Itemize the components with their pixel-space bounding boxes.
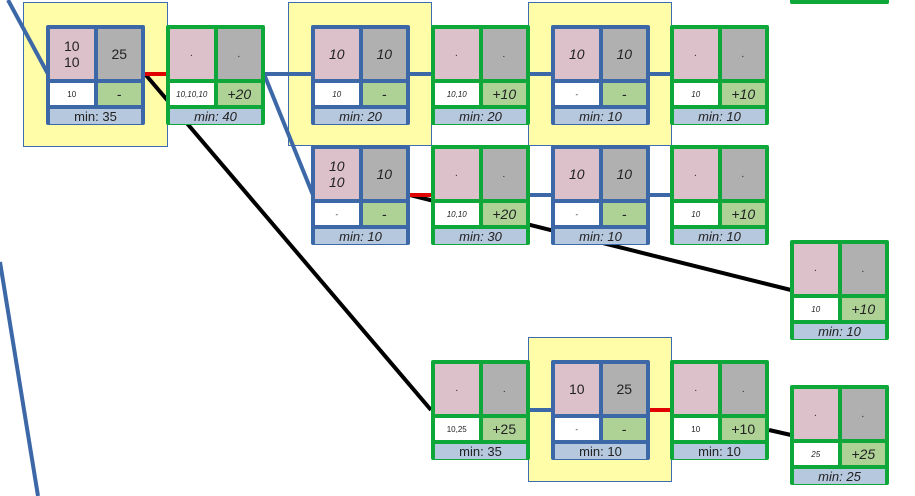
white-cell: 10 xyxy=(674,83,718,105)
gray-cell: 10 xyxy=(362,149,406,199)
gray-cell: . xyxy=(482,29,526,79)
pink-cell: . xyxy=(794,244,838,294)
white-cell: 10 xyxy=(315,83,359,105)
pink-cell: . xyxy=(435,29,479,79)
pink-cell: 10 xyxy=(555,149,599,199)
pink-cell: 10 xyxy=(555,29,599,79)
pink-cell: . xyxy=(435,364,479,414)
gray-cell: 10 xyxy=(602,29,646,79)
delta-cell: +25 xyxy=(841,443,885,465)
min-label: min: 10 xyxy=(674,444,765,459)
gray-cell: . xyxy=(841,244,885,294)
delta-cell: - xyxy=(602,83,646,105)
min-label: min: 10 xyxy=(315,229,406,244)
edge-blue-offscreen-left xyxy=(0,261,40,496)
min-label: min: 35 xyxy=(50,109,141,124)
gray-cell: . xyxy=(841,389,885,439)
gray-cell: . xyxy=(721,149,765,199)
pink-cell: . xyxy=(674,29,718,79)
gray-cell: . xyxy=(482,364,526,414)
min-label: min: 40 xyxy=(170,109,261,124)
min-label: min: 10 xyxy=(555,109,646,124)
pink-cell: 10 10 xyxy=(315,149,359,199)
gray-cell: 10 xyxy=(602,149,646,199)
gray-cell: . xyxy=(217,29,261,79)
gray-cell: 25 xyxy=(602,364,646,414)
delta-cell: +10 xyxy=(721,203,765,225)
white-cell: 10,10 xyxy=(435,203,479,225)
delta-cell: - xyxy=(97,83,141,105)
delta-cell: - xyxy=(602,418,646,440)
pink-cell: . xyxy=(170,29,214,79)
delta-cell: +25 xyxy=(482,418,526,440)
delta-cell: +10 xyxy=(482,83,526,105)
white-cell: 10 xyxy=(794,298,838,320)
pink-cell: 10 xyxy=(315,29,359,79)
gray-cell: . xyxy=(721,364,765,414)
pink-cell: 10 xyxy=(555,364,599,414)
delta-cell: +20 xyxy=(217,83,261,105)
min-label: min: 10 xyxy=(555,444,646,459)
min-label: min: 20 xyxy=(315,109,406,124)
min-label: min: 10 xyxy=(674,109,765,124)
delta-cell: +20 xyxy=(482,203,526,225)
delta-cell: +10 xyxy=(721,418,765,440)
min-label: min: 35 xyxy=(435,444,526,459)
white-cell: 10 xyxy=(674,418,718,440)
pink-cell: . xyxy=(674,364,718,414)
pink-cell: . xyxy=(435,149,479,199)
white-cell: 10 xyxy=(50,83,94,105)
delta-cell: - xyxy=(362,203,406,225)
delta-cell: - xyxy=(602,203,646,225)
pink-cell: . xyxy=(674,149,718,199)
gray-cell: 25 xyxy=(97,29,141,79)
min-label: min: 10 xyxy=(674,229,765,244)
min-label: min: 30 xyxy=(435,229,526,244)
delta-cell: +10 xyxy=(841,298,885,320)
pink-cell: 10 10 xyxy=(50,29,94,79)
white-cell: - xyxy=(315,203,359,225)
min-label: min: 10 xyxy=(794,324,885,339)
delta-cell: +10 xyxy=(721,83,765,105)
min-label: min: 25 xyxy=(794,469,885,484)
white-cell: 10 xyxy=(674,203,718,225)
partial-node-top-right xyxy=(790,0,889,4)
edge-black-n14-n15 xyxy=(768,428,792,437)
min-label: min: 10 xyxy=(555,229,646,244)
min-label: min: 20 xyxy=(435,109,526,124)
gray-cell: 10 xyxy=(362,29,406,79)
white-cell: 10,10,10 xyxy=(170,83,214,105)
white-cell: - xyxy=(555,83,599,105)
gray-cell: . xyxy=(721,29,765,79)
gray-cell: . xyxy=(482,149,526,199)
white-cell: - xyxy=(555,203,599,225)
delta-cell: - xyxy=(362,83,406,105)
pink-cell: . xyxy=(794,389,838,439)
white-cell: - xyxy=(555,418,599,440)
white-cell: 10,25 xyxy=(435,418,479,440)
white-cell: 25 xyxy=(794,443,838,465)
white-cell: 10,10 xyxy=(435,83,479,105)
